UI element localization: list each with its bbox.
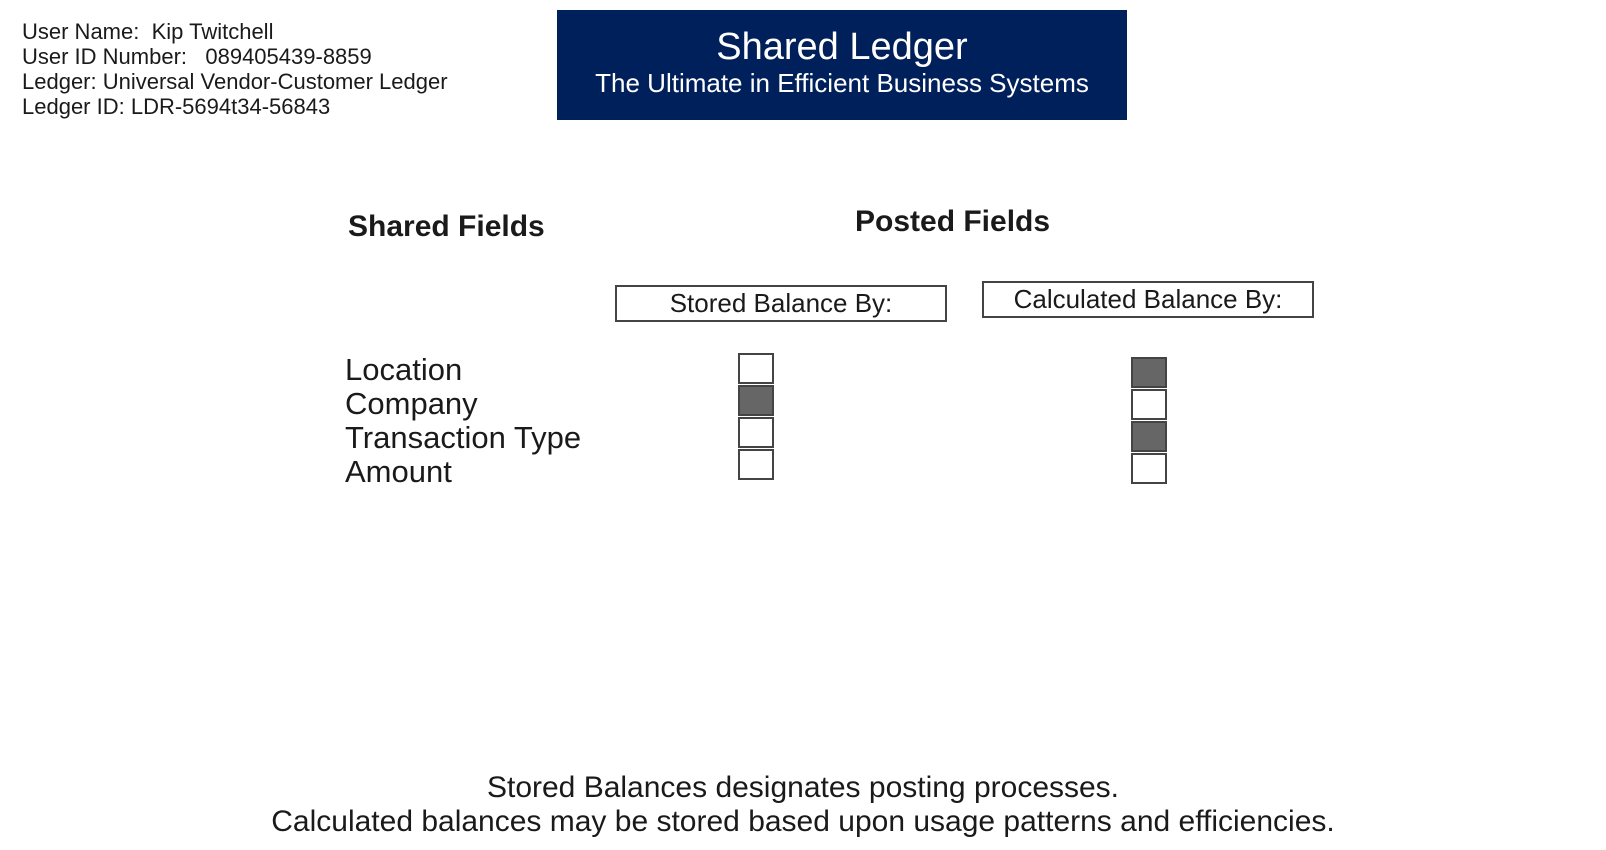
stored-checkbox-company[interactable] [738,385,774,416]
ledger-name-line: Ledger: Universal Vendor-Customer Ledger [22,69,448,94]
field-label-amount: Amount [345,454,452,489]
footer-line-2: Calculated balances may be stored based … [271,805,1335,838]
calculated-checkbox-amount[interactable] [1131,453,1167,484]
stored-checkbox-transaction-type[interactable] [738,417,774,448]
stored-checkbox-location[interactable] [738,353,774,384]
posted-fields-heading: Posted Fields [855,205,1051,238]
shared-fields-heading: Shared Fields [348,210,545,243]
stored-balance-column-header: Stored Balance By: [615,285,947,322]
calculated-checkbox-transaction-type[interactable] [1131,421,1167,452]
app-banner: Shared Ledger The Ultimate in Efficient … [557,10,1127,120]
field-label-transaction-type: Transaction Type [345,420,582,455]
calculated-checkbox-company[interactable] [1131,389,1167,420]
ledger-id-line: Ledger ID: LDR-5694t34-56843 [22,94,331,119]
user-info-panel: User Name: Kip Twitchell User ID Number:… [22,19,448,119]
footer-note: Stored Balances designates posting proce… [0,771,1606,839]
app-subtitle: The Ultimate in Efficient Business Syste… [595,68,1089,98]
app-title: Shared Ledger [716,26,968,68]
user-name-line: User Name: Kip Twitchell [22,19,274,44]
stored-checkbox-amount[interactable] [738,449,774,480]
field-label-company: Company [345,386,478,421]
footer-line-1: Stored Balances designates posting proce… [486,771,1120,804]
calculated-checkbox-location[interactable] [1131,357,1167,388]
calculated-balance-column-header: Calculated Balance By: [982,281,1314,318]
field-label-location: Location [345,352,463,387]
user-id-line: User ID Number: 089405439-8859 [22,44,372,69]
